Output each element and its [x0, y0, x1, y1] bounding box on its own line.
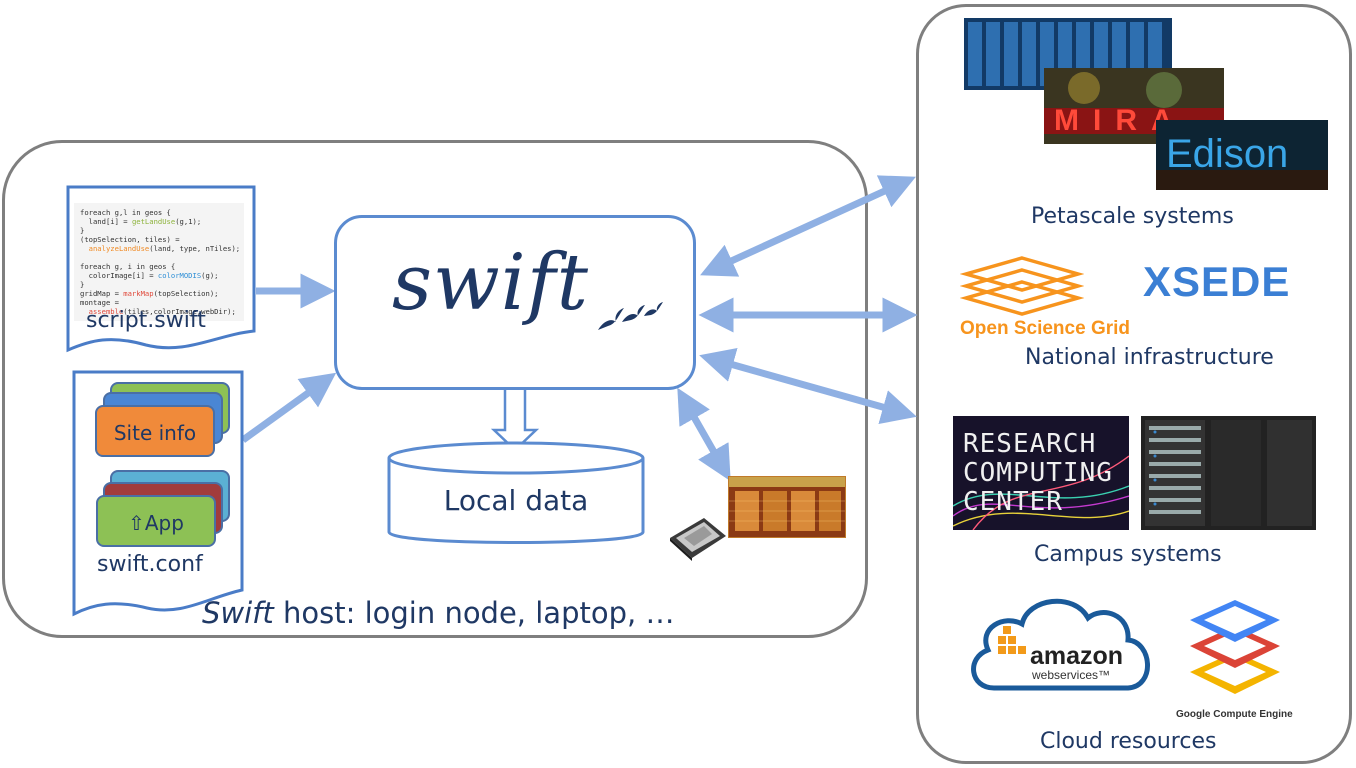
edison-logo-text: Edison — [1166, 132, 1289, 176]
arrow-swift-processor — [677, 387, 731, 482]
arrow-swift-petascale — [700, 175, 916, 277]
amazon-logo-text: amazon — [1030, 642, 1124, 670]
remote-resources-box — [916, 4, 1352, 764]
code-line: montage = — [80, 298, 119, 307]
local-data-label: Local data — [443, 484, 589, 517]
script-document-shape — [66, 185, 256, 353]
swift-birds-icon — [598, 302, 663, 330]
arrow-conf-to-swift — [240, 372, 337, 443]
code-line: (topSelection, tiles) = — [80, 235, 180, 244]
swift-logo-text: swift — [392, 238, 589, 328]
code-line: land[i] = getLandUse(g,1); — [80, 217, 202, 226]
script-code-block: foreach g,l in geos { land[i] = getLandU… — [80, 208, 246, 316]
xsede-logo-text: XSEDE — [1143, 258, 1291, 305]
local-data-cylinder — [387, 441, 645, 544]
code-line: } — [80, 226, 85, 235]
code-line: gridMap = markMap(topSelection); — [80, 289, 219, 298]
aws-cloud-icon — [971, 598, 1150, 691]
rcc-line: COMPUTING — [963, 458, 1113, 488]
aws-webservices-text: webservices™ — [1032, 668, 1111, 682]
petascale-label: Petascale systems — [1031, 204, 1234, 229]
site-info-label: Site info — [113, 421, 197, 445]
app-card: ⇧App — [96, 495, 216, 547]
code-line: } — [80, 280, 85, 289]
osg-logo-text: Open Science Grid — [960, 318, 1130, 339]
code-line: analyzeLandUse(land, type, nTiles); — [88, 244, 241, 253]
swift-host-label: Swift host: login node, laptop, … — [202, 596, 674, 630]
code-line: assemble(tiles,colorImage,webDir); — [88, 307, 236, 316]
cloud-resources-label: Cloud resources — [1040, 729, 1217, 754]
arrow-swift-campus — [699, 347, 917, 425]
rcc-line: CENTER — [963, 487, 1063, 517]
google-compute-engine-icon — [1190, 600, 1280, 694]
mira-logo-text: MIRA — [1054, 104, 1187, 137]
swift-engine-box — [334, 215, 696, 390]
code-line: colorImage[i] = colorMODIS(g); — [80, 271, 219, 280]
site-info-card: Site info — [95, 405, 215, 457]
processor-die-image — [728, 476, 846, 538]
code-line — [80, 253, 246, 262]
processor-chip-icon — [670, 518, 726, 561]
edison-image: Edison — [1156, 120, 1328, 190]
app-label: ⇧App — [128, 511, 184, 535]
script-filename: script.swift — [86, 308, 206, 333]
conf-filename: swift.conf — [97, 552, 203, 577]
swift-host-label-rest: host: login node, laptop, … — [273, 596, 675, 630]
campus-systems-label: Campus systems — [1034, 542, 1222, 567]
osg-logo-icon — [960, 256, 1084, 316]
server-rack-image — [1141, 416, 1316, 530]
code-line: foreach g, i in geos { — [80, 262, 176, 271]
rcc-line: RESEARCH — [963, 429, 1097, 459]
swift-host-label-em: Swift — [202, 596, 274, 630]
national-infrastructure-label: National infrastructure — [1025, 345, 1274, 370]
supercomputer-image-1 — [964, 18, 1172, 90]
code-line: foreach g,l in geos { — [80, 208, 171, 217]
gce-logo-text: Google Compute Engine — [1176, 709, 1293, 720]
